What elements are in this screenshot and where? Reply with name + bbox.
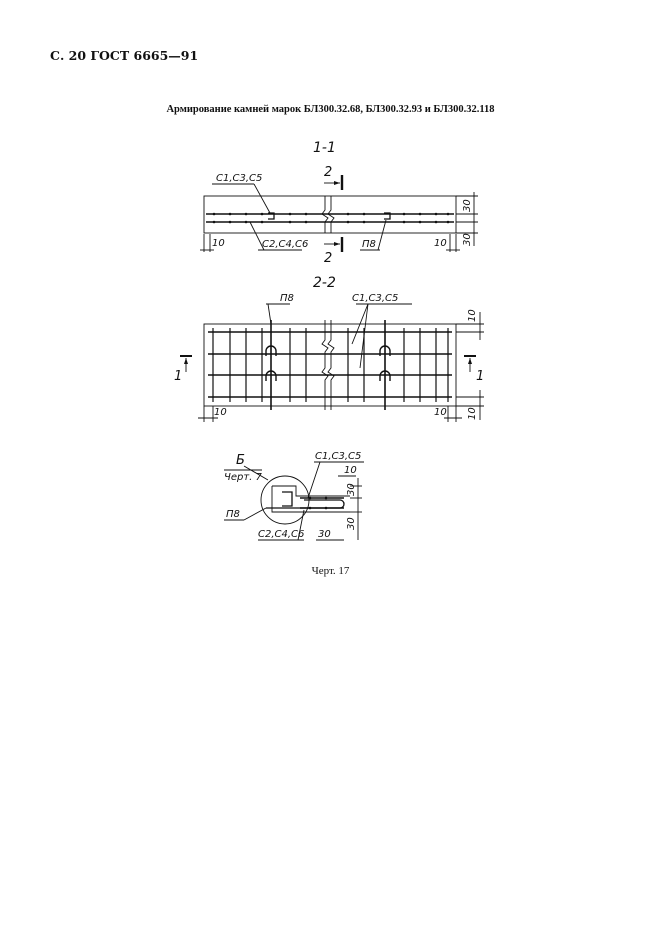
leader-p8-2-2	[267, 303, 272, 325]
detail-label-p8: П8	[226, 509, 240, 520]
detail-dim-30-top: 30	[346, 483, 357, 496]
cut-label-2-bottom: 2	[324, 251, 332, 266]
page-header: С. 20 ГОСТ 6665—91	[50, 48, 199, 63]
loop-p8-right	[384, 212, 391, 220]
dim-10-left: 10	[212, 238, 225, 249]
leader-c1-a	[351, 303, 369, 345]
label-p8: П8	[362, 239, 376, 250]
loop-hook-2	[265, 370, 277, 381]
detail-b-label: Б	[236, 453, 245, 468]
detail-b-circle	[260, 475, 310, 525]
dim-10-2-left: 10	[214, 407, 227, 418]
loop-hook-1	[265, 345, 277, 356]
loop-p8-left	[268, 212, 275, 220]
detail-label-c1-c3-c5: С1,С3,С5	[315, 451, 361, 462]
dim-10-2-right: 10	[434, 407, 447, 418]
detail-b: Б Черт. 7 С1,С3,С5 С2,С4,С6 П8 10 30 3	[224, 451, 364, 541]
label-c1-c3-c5: С1,С3,С5	[216, 173, 262, 184]
loop-hook-4	[379, 370, 391, 381]
transverse-bars	[212, 328, 449, 402]
detail-b-ref: Черт. 7	[224, 472, 263, 483]
section-2-2-label: 2-2	[313, 275, 336, 291]
dim-10-2-top: 10	[467, 309, 478, 322]
section-1-1-label: 1-1	[313, 140, 336, 156]
dim-10-right: 10	[434, 238, 447, 249]
detail-dim-10: 10	[344, 465, 357, 476]
detail-leader-p8	[243, 507, 267, 521]
label-c2-c4-c6: С2,С4,С6	[262, 239, 308, 250]
leader-top	[253, 183, 271, 214]
dim-10-2-bot: 10	[467, 407, 478, 420]
figure-title: Армирование камней марок БЛ300.32.68, БЛ…	[166, 104, 495, 115]
detail-label-c2-c4-c6: С2,С4,С6	[258, 529, 304, 540]
detail-b-loop	[266, 499, 345, 509]
detail-leader-c2	[297, 509, 305, 541]
detail-b-leader	[243, 465, 269, 481]
dim-30-top: 30	[462, 199, 473, 212]
break-line-1-1	[321, 196, 335, 233]
rebar-dots-1-1	[212, 212, 450, 224]
detail-b-loop-top	[282, 491, 293, 507]
figure-caption: Черт. 17	[311, 565, 350, 577]
detail-dim-30-bottom: 30	[346, 517, 357, 530]
leader-loop	[377, 219, 387, 251]
leader-bottom	[249, 221, 265, 251]
cut-label-1-right: 1	[476, 369, 484, 384]
slab-outline-2-2	[203, 323, 457, 407]
section-1-1: 1-1 2 2 С1,С3,С5	[200, 140, 478, 266]
detail-leader-c1	[307, 461, 321, 499]
detail-dim-30-h: 30	[318, 529, 331, 540]
break-line-2-2	[321, 320, 335, 410]
cut-label-2-top: 2	[324, 165, 332, 180]
slab-outline-1-1	[203, 195, 457, 234]
dim-30-bottom: 30	[462, 233, 473, 246]
detail-b-slab	[271, 485, 350, 513]
cut-label-1-left: 1	[174, 369, 182, 384]
label-c1-c3-c5-2-2: С1,С3,С5	[352, 293, 398, 304]
leader-c1-b	[359, 303, 369, 369]
section-2-2: 2-2 П8 С1,С3,С5	[174, 275, 484, 422]
loop-hook-3	[379, 345, 391, 356]
label-p8-2-2: П8	[280, 293, 294, 304]
